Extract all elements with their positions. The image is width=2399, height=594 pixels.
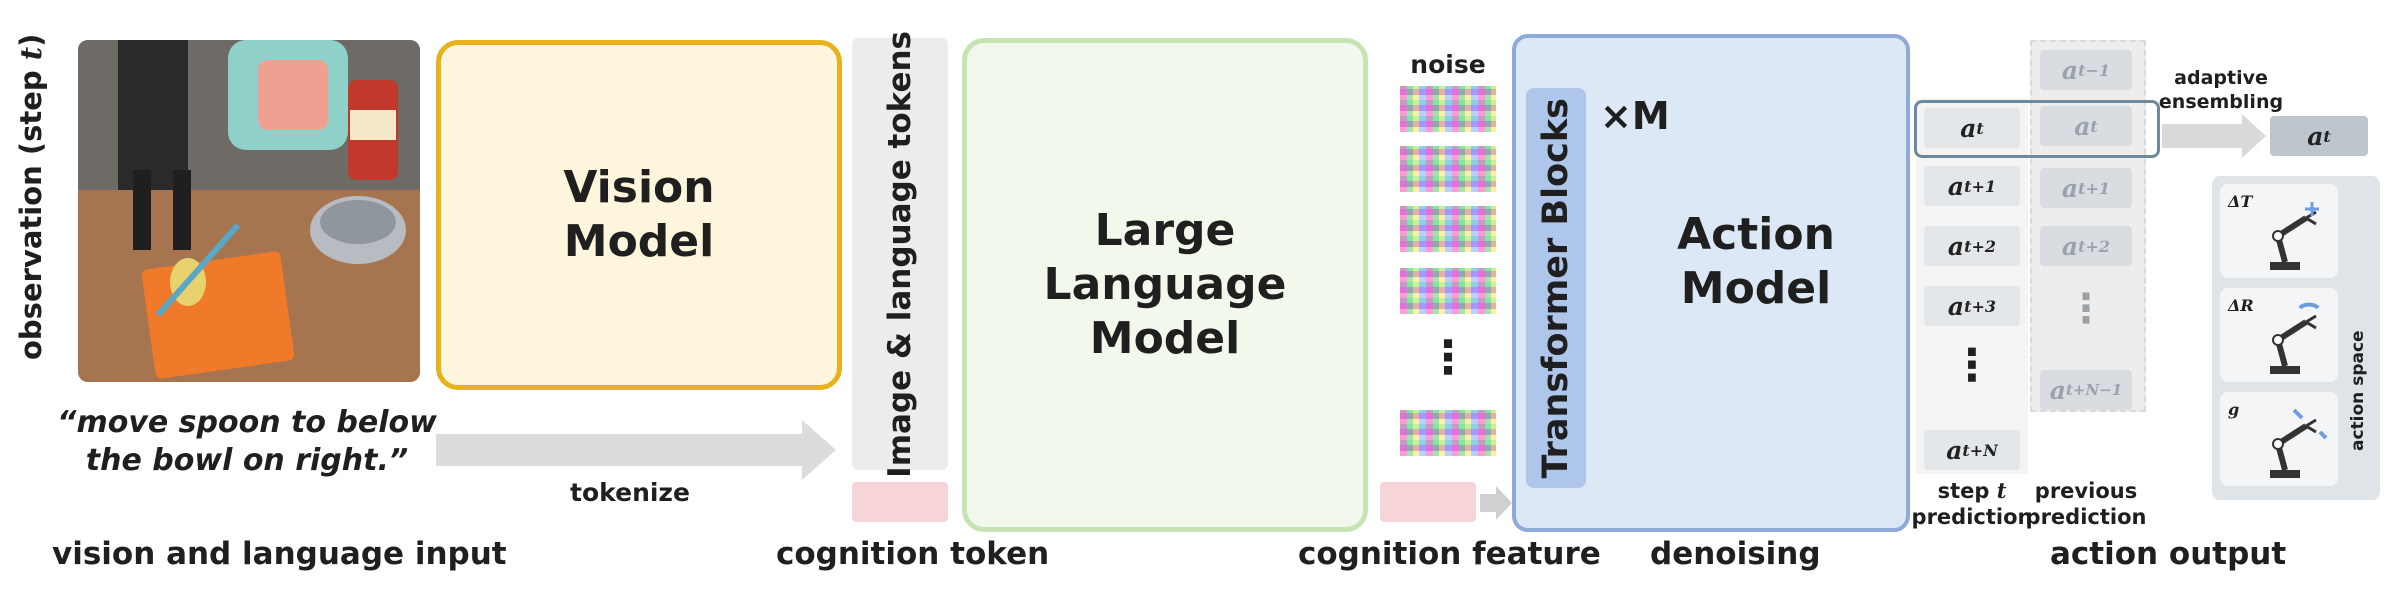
- previous-prediction-label: previous prediction: [2025, 479, 2147, 529]
- action-space-panel: ΔT ΔR g a: [2212, 176, 2380, 500]
- token-column: Image & language tokens: [852, 31, 948, 477]
- transformer-label: Transformer Blocks: [1536, 97, 1576, 479]
- llm-label-1: Large: [1094, 205, 1236, 256]
- action-space-label: action space: [2348, 330, 2368, 452]
- llm-label-3: Model: [1089, 313, 1241, 364]
- caption-input: vision and language input: [52, 536, 507, 572]
- noise-patch: [1400, 146, 1496, 192]
- observation-image: [78, 40, 420, 382]
- instruction-text: “move spoon to below the bowl on right.”: [57, 405, 437, 478]
- caption-action-output: action output: [2050, 536, 2287, 572]
- action-model-label: Action Model: [1677, 209, 1835, 314]
- tokenize-label: tokenize: [570, 478, 690, 507]
- step-ellipsis: ⋮: [1950, 340, 1994, 391]
- observation-label: observation (step t): [14, 33, 48, 360]
- robot-label: ΔT: [2228, 192, 2253, 211]
- robot-rotation: ΔR: [2220, 288, 2338, 382]
- caption-cognition-token: cognition token: [776, 536, 1050, 572]
- caption-denoising: denoising: [1650, 536, 1821, 572]
- caption-cognition-feature: cognition feature: [1298, 536, 1601, 572]
- vision-model-label-2: Model: [563, 216, 715, 267]
- ensemble-label: adaptive ensembling: [2158, 67, 2284, 113]
- noise-patch: [1400, 410, 1496, 456]
- action-model-box: Transformer Blocks ×M Action Model: [1512, 34, 1910, 532]
- repeat-label: ×M: [1600, 94, 1670, 138]
- robot-translation: ΔT: [2220, 184, 2338, 278]
- noise-patch: [1400, 206, 1496, 252]
- tokens-label: Image & language tokens: [882, 30, 918, 478]
- cognition-feature: [1380, 482, 1476, 522]
- transformer-blocks: Transformer Blocks: [1526, 88, 1586, 488]
- robot-gripper: g: [2220, 392, 2338, 486]
- vision-model-label-1: Vision: [563, 162, 715, 213]
- cognition-token: [852, 482, 948, 522]
- llm-label-2: Language: [1043, 259, 1287, 310]
- noise-label: noise: [1410, 50, 1486, 79]
- robot-label: ΔR: [2228, 296, 2254, 315]
- feature-arrow: [1480, 486, 1512, 520]
- llm-box: Large Language Model: [962, 38, 1368, 532]
- robot-arm-icon: [2270, 202, 2319, 270]
- vision-model-box: Vision Model: [436, 40, 842, 390]
- step-prediction-label: step t prediction: [1911, 478, 2033, 529]
- noise-patch: [1400, 268, 1496, 314]
- robot-arm-icon: [2270, 408, 2328, 478]
- ensemble-arrow: [2162, 114, 2266, 158]
- current-step-highlight: [1914, 100, 2160, 158]
- noise-patch: [1400, 86, 1496, 132]
- robot-arm-icon: [2270, 302, 2320, 374]
- robot-label: g: [2228, 400, 2240, 419]
- tokenize-arrow: [436, 420, 836, 480]
- noise-ellipsis: ⋮: [1425, 330, 1471, 384]
- previous-ellipsis: ⋮: [2066, 286, 2106, 332]
